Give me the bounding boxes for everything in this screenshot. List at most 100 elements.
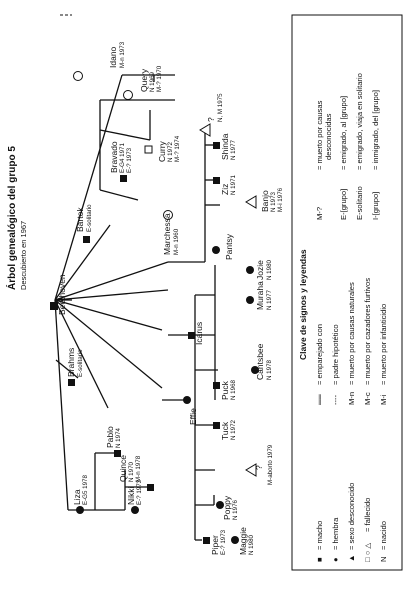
- node-pantsy: [212, 246, 220, 254]
- info-piper: E-? 1973: [220, 529, 227, 555]
- legend: Clave de signos y leyendas ■ = macho ● =…: [291, 14, 403, 571]
- diagram-subtitle: Descubierto en 1967: [19, 221, 28, 290]
- node-ziz: [213, 177, 220, 184]
- legend-code2-text-3: = inmigrado, del [grupo]: [371, 90, 380, 170]
- info1-query: N 1969: [149, 71, 156, 92]
- legend-line-text-1: = padre hipotético: [331, 324, 340, 385]
- node-poppy: [216, 501, 224, 509]
- name-tuck: Tuck: [220, 421, 230, 440]
- legend-code-2: M-i: [379, 394, 388, 405]
- name-banjo: Banjo: [260, 190, 270, 212]
- node-quince: [147, 484, 154, 491]
- legend-line-symbol-1: ----: [331, 394, 340, 405]
- legend-code2-3: I-[grupo]: [371, 192, 380, 220]
- info2-query: M-? 1970: [156, 65, 163, 92]
- node-bravado: [120, 175, 127, 182]
- name-unknown-end: ?: [206, 117, 216, 122]
- node-banjo: [245, 195, 257, 209]
- node-marchessa: [163, 210, 173, 220]
- node-unknown-end: [199, 123, 211, 137]
- legend-code2-text-1: = emigrado, al [grupo]: [339, 96, 348, 170]
- node-liza: [76, 506, 84, 514]
- info1-curry: N 1972: [167, 141, 174, 162]
- node-icarus: [188, 332, 195, 339]
- legend-text-0: = macho: [315, 521, 324, 550]
- info-unknown-aborted: M-aborto 1979: [267, 444, 274, 485]
- node-bartok: [83, 236, 90, 243]
- name-pablo: Pablo: [105, 426, 115, 448]
- name-muraha: Muraha: [255, 281, 265, 310]
- info-unknown-end: N, M 1975: [217, 93, 224, 122]
- node-piper: [203, 537, 210, 544]
- info-cantsbee: N 1978: [266, 359, 273, 380]
- info1-bravado: E-G4 1971: [119, 143, 126, 173]
- legend-code2-text-2: = emigrado, viaja en solitario: [355, 73, 364, 170]
- name-quince: Quince: [118, 455, 128, 482]
- legend-symbol-0: ■: [315, 557, 324, 562]
- info-idano: M-n 1973: [119, 41, 126, 68]
- legend-code-text-1: = muerto por cazadores furtivos: [363, 278, 372, 385]
- node-idano: [73, 71, 83, 81]
- name-bartok: Bartok: [75, 207, 85, 232]
- name-bravado: Bravado: [109, 141, 119, 173]
- name-maggie: Maggie: [238, 527, 248, 555]
- node-effie: [183, 396, 191, 404]
- info-liza: E-G5 1978: [82, 475, 89, 505]
- name-cantsbee: Cantsbee: [255, 343, 265, 380]
- node-muraha: [246, 296, 254, 304]
- node-maggie: [231, 536, 239, 544]
- info-marchessa: M-n 1960: [173, 228, 180, 255]
- diagram-title: Árbol genealógico del grupo 5: [5, 146, 18, 290]
- legend-symbol-4: N: [379, 557, 388, 562]
- legend-text-3: = fallecido: [363, 498, 372, 532]
- legend-code2-text2-0: desconocidas: [324, 113, 333, 160]
- info1-quince: N 1970: [128, 461, 135, 482]
- info-tuck: N 1972: [230, 419, 237, 440]
- name-puck: Puck: [220, 380, 230, 400]
- name-unknown-aborted: ?: [254, 465, 264, 470]
- legend-box: [291, 14, 403, 571]
- node-query: [123, 90, 133, 100]
- legend-code2-0: M-?: [315, 207, 324, 220]
- name-curry: Curry: [157, 140, 167, 162]
- legend-symbol-3: □ ○ △: [363, 542, 372, 562]
- name-marchessa: Marchessa: [162, 213, 172, 255]
- legend-text-2: = sexo desconocido: [347, 483, 356, 550]
- legend-code2-2: E-solitario: [355, 186, 364, 220]
- name-poppy: Poppy: [222, 495, 232, 520]
- node-cantsbee: [251, 366, 259, 374]
- info-nikki: E-? 1973: [136, 479, 143, 505]
- info1-banjo: N 1973: [270, 191, 277, 212]
- node-tuck: [213, 422, 220, 429]
- node-nikki: [131, 506, 139, 514]
- info-maggie: N 1980: [248, 534, 255, 555]
- info-poppy: N 1976: [232, 499, 239, 520]
- name-piper: Piper: [210, 535, 220, 555]
- node-unknown-aborted: [245, 463, 257, 477]
- node-curry: [144, 145, 153, 154]
- nodes: Beethoven Brahms E-solitario Liza E-G5 1…: [50, 41, 284, 555]
- name-idano: Idano: [108, 46, 118, 68]
- name-liza: Liza: [72, 489, 82, 505]
- legend-line-text-0: = emparejado con: [315, 324, 324, 385]
- legend-code2-text-0: = muerto por causas: [315, 100, 324, 170]
- legend-symbol-1: ●: [331, 557, 340, 562]
- legend-title: Clave de signos y leyendas: [298, 249, 308, 360]
- node-brahms: [68, 379, 75, 386]
- info2-curry: M-? 1974: [174, 135, 181, 162]
- info-pablo: N 1974: [115, 427, 122, 448]
- info-muraha: N 1977: [266, 289, 273, 310]
- name-brahms: Brahms: [66, 348, 76, 377]
- legend-code-text-2: = muerto por infanticidio: [379, 304, 388, 385]
- node-shinda: [213, 142, 220, 149]
- name-shinda: Shinda: [220, 133, 230, 160]
- legend-text-4: = nacido: [379, 521, 388, 550]
- name-jozie: Jozie: [255, 260, 265, 280]
- legend-line-symbol-0: ══: [315, 394, 324, 406]
- legend-code-0: M-n: [347, 392, 356, 405]
- legend-code-1: M-c: [363, 392, 372, 405]
- info-shinda: N 1977: [230, 139, 237, 160]
- node-jozie: [246, 266, 254, 274]
- node-puck: [213, 382, 220, 389]
